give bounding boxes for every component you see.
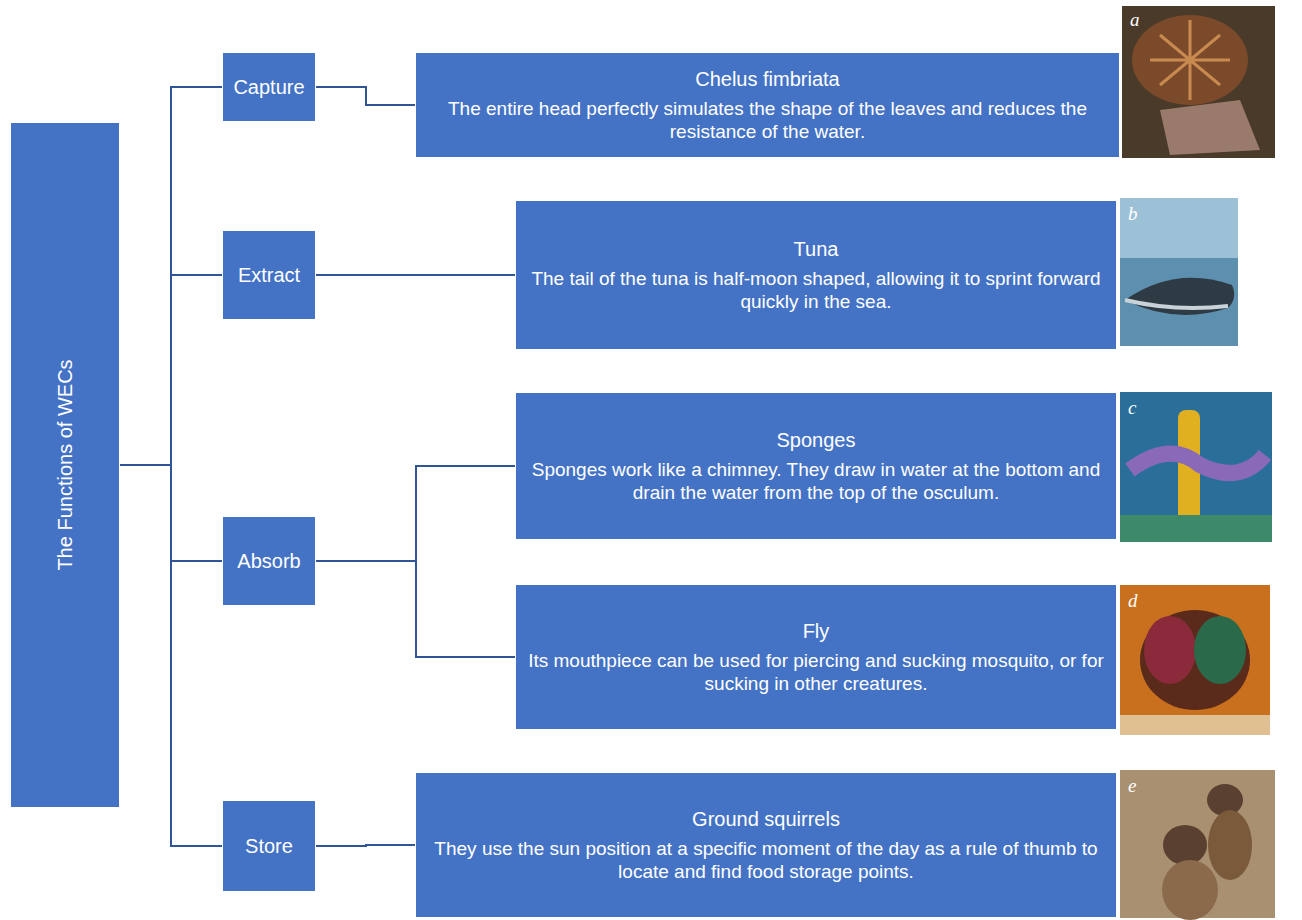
photo-letter: c	[1128, 398, 1136, 417]
photo-letter: e	[1128, 776, 1136, 795]
connector-line	[316, 87, 415, 105]
fly-head	[1140, 610, 1250, 710]
box-title: Store	[245, 834, 293, 858]
connector-line	[120, 87, 222, 465]
box-title: The Functions of WECs	[53, 359, 77, 570]
box-title: Extract	[238, 263, 300, 287]
photo-fly	[1120, 585, 1270, 735]
reef-floor	[1120, 515, 1272, 542]
fly-eye	[1194, 616, 1246, 684]
photo-tuna	[1120, 198, 1238, 346]
connector-line	[316, 845, 415, 846]
function-box: Capture	[222, 52, 316, 122]
photo-letter: d	[1128, 591, 1138, 610]
box-description: Sponges work like a chimney. They draw i…	[524, 458, 1108, 504]
sponge-branch	[1130, 454, 1265, 473]
example-box: FlyIts mouthpiece can be used for pierci…	[515, 584, 1117, 730]
function-box: Extract	[222, 230, 316, 320]
sea-light	[1120, 198, 1238, 258]
squirrel-body	[1208, 810, 1252, 880]
shell-pattern	[1150, 20, 1230, 100]
box-description: The entire head perfectly simulates the …	[424, 97, 1111, 143]
example-box: Ground squirrelsThey use the sun positio…	[415, 772, 1117, 918]
tuna-belly	[1125, 300, 1228, 308]
example-box: TunaThe tail of the tuna is half-moon sh…	[515, 200, 1117, 350]
connector-line	[120, 465, 222, 846]
fly-eye	[1144, 616, 1196, 684]
ground	[1120, 715, 1270, 735]
photo-letter: b	[1128, 204, 1138, 223]
box-description: Its mouthpiece can be used for piercing …	[524, 649, 1108, 695]
photo-letter: a	[1130, 10, 1140, 29]
connector-line	[120, 275, 222, 465]
function-box: Store	[222, 800, 316, 892]
photo-turtle	[1122, 6, 1275, 158]
box-title: Capture	[233, 75, 304, 99]
box-description: The tail of the tuna is half-moon shaped…	[524, 267, 1108, 313]
squirrel-head	[1163, 825, 1207, 865]
example-box: SpongesSponges work like a chimney. They…	[515, 392, 1117, 540]
tuna-body	[1125, 278, 1234, 315]
box-title: Chelus fimbriata	[695, 67, 840, 91]
connector-line	[316, 466, 515, 561]
example-box: Chelus fimbriataThe entire head perfectl…	[415, 52, 1120, 158]
turtle-head	[1160, 100, 1260, 155]
box-description: They use the sun position at a specific …	[424, 837, 1108, 883]
box-title: Tuna	[794, 237, 839, 261]
function-box: Absorb	[222, 516, 316, 606]
photo-sponges	[1120, 392, 1272, 542]
connector-line	[316, 274, 515, 276]
root-box: The Functions of WECs	[10, 122, 120, 808]
squirrel-body	[1162, 860, 1218, 920]
box-title: Ground squirrels	[692, 807, 840, 831]
box-title: Fly	[803, 619, 830, 643]
connector-line	[316, 561, 515, 657]
box-title: Absorb	[237, 549, 300, 573]
box-title: Sponges	[777, 428, 856, 452]
turtle-shell	[1132, 15, 1248, 105]
